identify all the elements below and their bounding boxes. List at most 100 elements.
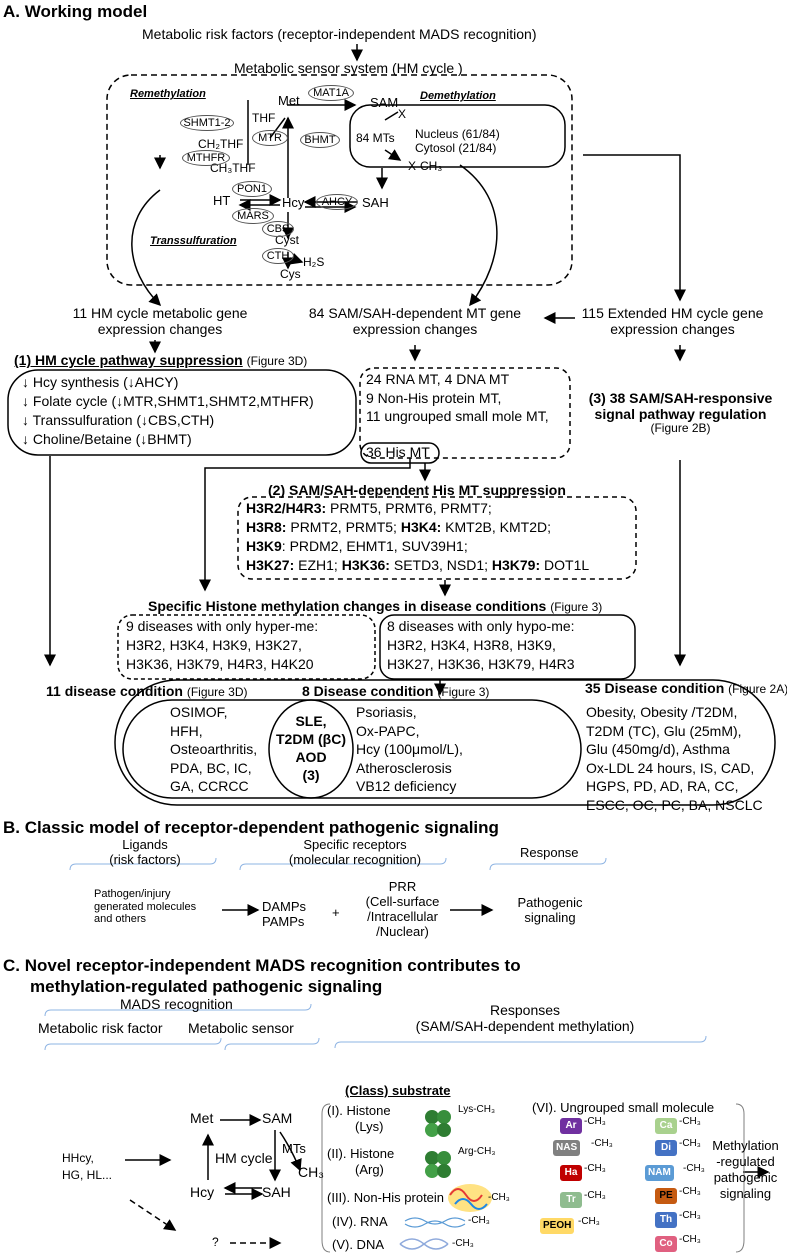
small-molecule-ch3-mark: -CH₃	[679, 1116, 701, 1127]
small-molecule-th-icon: Th	[655, 1212, 677, 1228]
small-molecule-ch3-mark: -CH₃	[683, 1163, 705, 1174]
output-label: Methylation -regulated pathogenic signal…	[712, 1138, 779, 1201]
disease8-list: Psoriasis, Ox-PAPC, Hcy (100μmol/L), Ath…	[356, 704, 463, 794]
enzyme-ahcy: AHCY	[316, 194, 358, 210]
c-sah-node: SAH	[262, 1184, 291, 1200]
section-c-title: C. Novel receptor-independent MADS recog…	[3, 956, 521, 996]
transsulfuration-label: Transsulfuration	[150, 235, 237, 247]
small-molecule-peoh-icon: PEOH	[540, 1218, 575, 1234]
met-node: Met	[278, 93, 300, 108]
receptors-label: Specific receptors (molecular recognitio…	[288, 837, 422, 867]
class-ungrouped: (VI). Ungrouped small molecule	[532, 1100, 715, 1115]
sah-node: SAH	[362, 195, 389, 210]
response-label: Response	[520, 845, 579, 860]
responses-label: Responses (SAM/SAH-dependent methylation…	[415, 1002, 635, 1035]
ch2thf-node: CH₂THF	[198, 137, 244, 151]
list-item: ↓ Folate cycle (↓MTR,SHMT1,SHMT2,MTHFR)	[22, 393, 314, 409]
list-item: ↓ Transsulfuration (↓CBS,CTH)	[22, 412, 215, 428]
enzyme-mars: MARS	[232, 208, 274, 224]
c-ch3-label: CH₃	[298, 1164, 324, 1180]
remethylation-label: Remethylation	[130, 88, 206, 100]
small-molecule-ch3-mark: -CH₃	[679, 1138, 701, 1149]
enzyme-mtr: MTR	[252, 130, 288, 146]
sam-node: SAM	[370, 95, 399, 110]
pathway1-list: ↓ Hcy synthesis (↓AHCY) ↓ Folate cycle (…	[22, 373, 314, 449]
enzyme-cbs: CBS	[262, 221, 294, 237]
small-molecule-ch3-mark: -CH₃	[578, 1216, 600, 1227]
x-node: X	[398, 107, 407, 121]
pathway2-row: H3K9: PRDM2, EHMT1, SUV39H1;	[246, 538, 468, 554]
small-molecule-ch3-mark: -CH₃	[591, 1138, 613, 1149]
enzyme-mat1a: MAT1A	[308, 85, 354, 101]
hm-cycle-gene-changes: 11 HM cycle metabolic gene expression ch…	[72, 305, 248, 338]
sam-sah-gene-changes: 84 SAM/SAH-dependent MT gene expression …	[308, 305, 522, 338]
small-molecule-nam-icon: NAM	[645, 1165, 674, 1181]
c-hm-cycle-label: HM cycle	[215, 1150, 273, 1166]
cys-node: Cys	[280, 267, 301, 281]
hypo-list: 8 diseases with only hypo-me: H3R2, H3K4…	[387, 618, 575, 672]
pathway2-row: H3R8: PRMT2, PRMT5; H3K4: KMT2B, KMT2D;	[246, 519, 551, 535]
risk-factor-label: Metabolic risk factor	[38, 1020, 163, 1036]
c-mts-label: MTs	[282, 1141, 306, 1156]
c-hcy-node: Hcy	[190, 1184, 215, 1200]
enzyme-shmt: SHMT1-2	[180, 115, 234, 131]
small-molecule-ca-icon: Ca	[655, 1118, 677, 1134]
mt-list: 24 RNA MT, 4 DNA MT 9 Non-His protein MT…	[366, 371, 549, 424]
class-dna: (V). DNA	[332, 1237, 384, 1252]
pathogen-label: Pathogen/injury generated molecules and …	[94, 888, 197, 926]
demethylation-label: Demethylation	[420, 90, 496, 102]
section-a-title: A. Working model	[3, 2, 148, 21]
c-met-node: Met	[190, 1110, 214, 1126]
protein-icon	[448, 1184, 492, 1212]
hyper-list: 9 diseases with only hyper-me: H3R2, H3K…	[126, 618, 319, 672]
small-molecule-ch3-mark: -CH₃	[679, 1210, 701, 1221]
nucleus-label: Nucleus (61/84)	[415, 127, 500, 141]
extended-gene-changes: 115 Extended HM cycle gene expression ch…	[581, 305, 764, 338]
specific-title: Specific Histone methylation changes in …	[148, 598, 603, 614]
small-molecule-ha-icon: Ha	[560, 1165, 582, 1181]
small-molecule-di-icon: Di	[655, 1140, 677, 1156]
histone-arg-icon	[425, 1151, 451, 1178]
c-sam-node: SAM	[262, 1110, 293, 1126]
class-histone-lys: (I). Histone (Lys)	[327, 1103, 391, 1134]
disease8-title: 8 Disease condition (Figure 3)	[302, 683, 490, 699]
list-item: ↓ Choline/Betaine (↓BHMT)	[22, 431, 192, 447]
disease11-title: 11 disease condition (Figure 3D)	[46, 683, 248, 699]
pathogenic-signaling-label: Pathogenic signaling	[517, 895, 583, 925]
small-molecule-ch3-mark: -CH₃	[679, 1186, 701, 1197]
ht-node: HT	[213, 193, 231, 208]
risk-factors-label: Metabolic risk factors (receptor-indepen…	[142, 26, 537, 42]
thf-node: THF	[252, 111, 276, 125]
sensor-label: Metabolic sensor	[188, 1020, 294, 1036]
damps-pamps-label: DAMPs PAMPs	[262, 899, 307, 929]
class-histone-arg: (II). Histone (Arg)	[327, 1146, 395, 1177]
ligands-label: Ligands (risk factors)	[109, 837, 181, 867]
xch3-node: X-CH₃	[408, 159, 443, 173]
pathway2-row: H3K27: EZH1; H3K36: SETD3, NSD1; H3K79: …	[246, 557, 590, 573]
enzyme-mthfr: MTHFR	[182, 150, 230, 166]
small-molecule-co-icon: Co	[655, 1236, 677, 1252]
class-substrate-label: (Class) substrate	[345, 1083, 451, 1098]
dna-ch3-mark: -CH₃	[452, 1238, 474, 1249]
enzyme-bhmt: BHMT	[300, 132, 340, 148]
small-molecule-ch3-mark: -CH₃	[584, 1116, 606, 1127]
enzyme-pon1: PON1	[232, 181, 272, 197]
disease35-list: Obesity, Obesity /T2DM, T2DM (TC), Glu (…	[586, 704, 763, 813]
enzyme-cth: CTH	[262, 248, 294, 264]
pathway3-title: (3) 38 SAM/SAH-responsive signal pathway…	[588, 390, 773, 436]
cytosol-label: Cytosol (21/84)	[415, 141, 497, 155]
question-mark: ?	[212, 1235, 219, 1249]
h2s-node: H₂S	[303, 255, 325, 269]
pathway2-list: H3R2/H4R3: PRMT5, PRMT6, PRMT7;H3R8: PRM…	[246, 499, 589, 575]
arg-ch3-mark: Arg-CH₃	[458, 1146, 496, 1157]
prr-label: PRR (Cell-surface /Intracellular /Nuclea…	[365, 879, 440, 939]
class-non-his-protein: (III). Non-His protein	[327, 1190, 445, 1205]
small-molecule-ch3-mark: -CH₃	[584, 1163, 606, 1174]
lys-ch3-mark: Lys-CH₃	[458, 1104, 496, 1115]
mads-label: MADS recognition	[120, 996, 233, 1012]
small-molecule-ch3-mark: -CH₃	[679, 1234, 701, 1245]
disease11-list: OSIMOF, HFH, Osteoarthritis, PDA, BC, IC…	[170, 704, 258, 794]
small-molecule-nas-icon: NAS	[553, 1140, 581, 1156]
plus-sign: +	[332, 905, 340, 920]
